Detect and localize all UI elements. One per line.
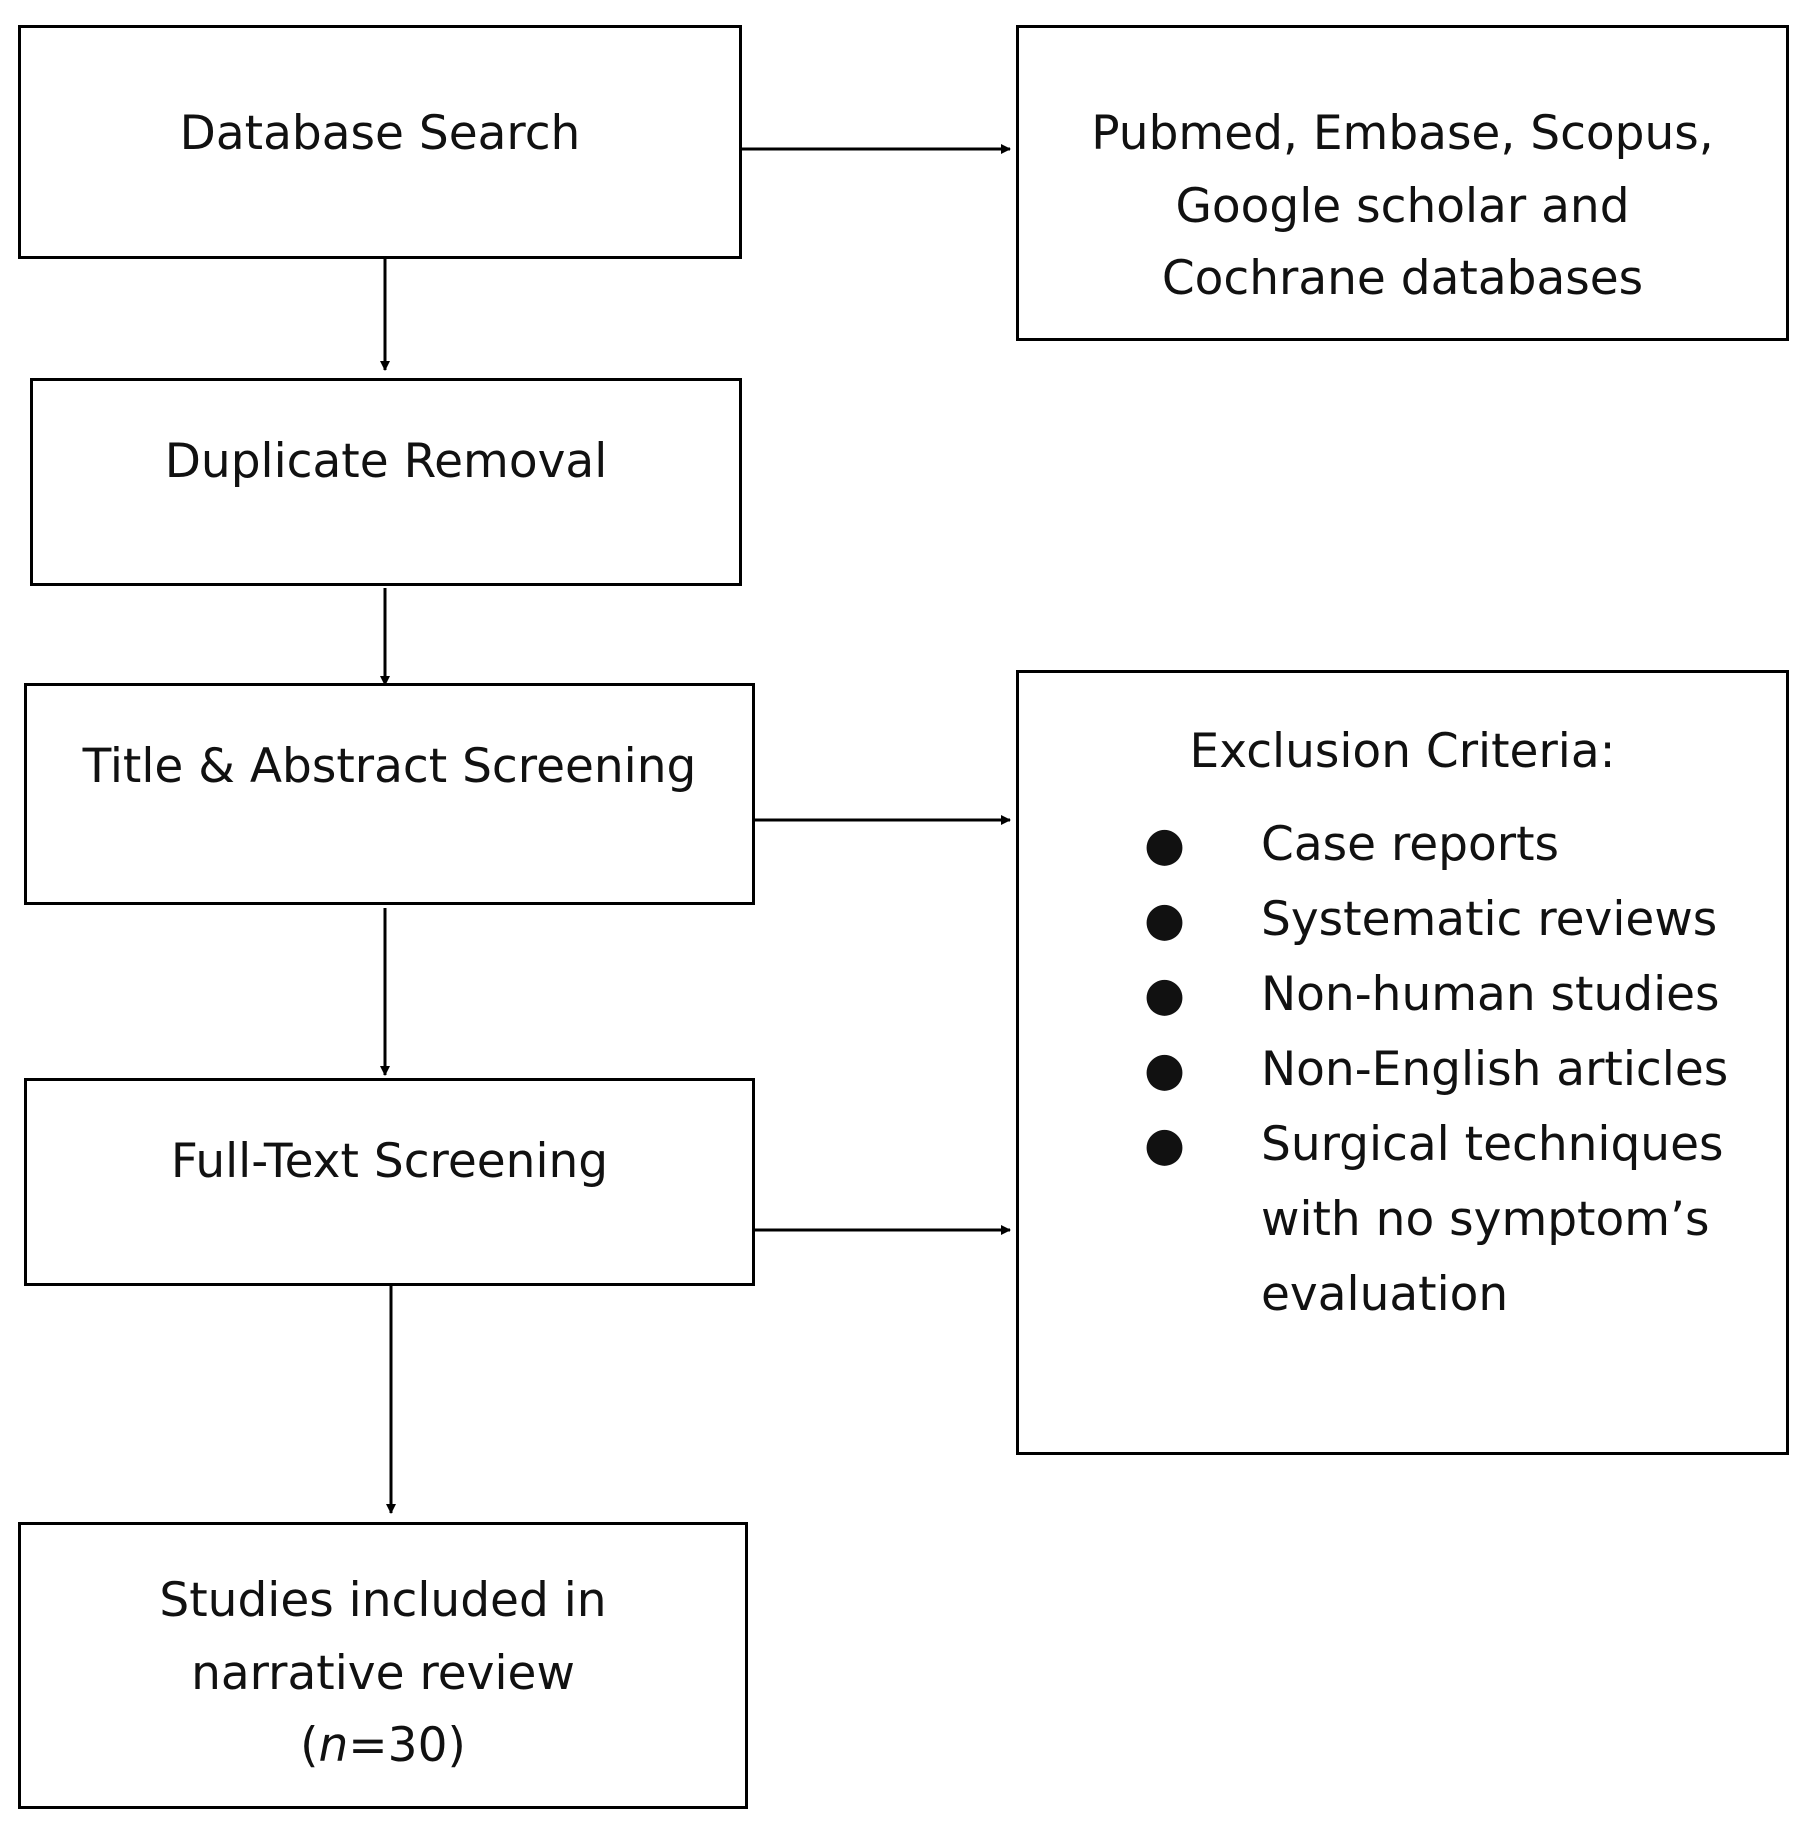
exclusion-item-text: Non-human studies: [1261, 967, 1720, 1022]
exclusion-criteria-list: ● Case reports ● Systematic reviews ● No…: [1144, 807, 1728, 1332]
exclusion-item-text: Case reports: [1261, 817, 1559, 872]
count-value: =30): [348, 1718, 466, 1773]
exclusion-item: ● Systematic reviews: [1144, 882, 1728, 957]
exclusion-item-text-line-1: Surgical techniques: [1261, 1117, 1724, 1172]
exclusion-item-text: Non-English articles: [1261, 1042, 1729, 1097]
exclusion-item-text-line-3: evaluation: [1261, 1267, 1509, 1322]
count-variable: n: [318, 1718, 349, 1773]
exclusion-item-text: Systematic reviews: [1261, 892, 1718, 947]
count-open-paren: (: [300, 1718, 319, 1773]
full-text-label: Full-Text Screening: [170, 1134, 609, 1189]
exclusion-criteria-box: Exclusion Criteria: ● Case reports ● Sys…: [1016, 670, 1789, 1455]
title-abstract-label: Title & Abstract Screening: [82, 739, 697, 794]
studies-included-box: Studies included in narrative review (n=…: [18, 1522, 748, 1809]
exclusion-item: ● Non-human studies: [1144, 957, 1728, 1032]
bullet-icon: ●: [1144, 1042, 1186, 1097]
bullet-icon: ●: [1144, 967, 1186, 1022]
title-abstract-box: Title & Abstract Screening: [24, 683, 755, 905]
duplicate-removal-label: Duplicate Removal: [164, 434, 608, 489]
databases-line-3: Cochrane databases: [1161, 251, 1644, 306]
exclusion-item: ● Case reports: [1144, 807, 1728, 882]
bullet-icon: ●: [1144, 892, 1186, 947]
exclusion-item: ● Non-English articles: [1144, 1032, 1728, 1107]
studies-included-line-2: narrative review: [191, 1646, 575, 1701]
databases-line-2: Google scholar and: [1175, 179, 1630, 234]
exclusion-criteria-heading: Exclusion Criteria:: [1189, 724, 1616, 779]
duplicate-removal-box: Duplicate Removal: [30, 378, 742, 586]
database-search-box: Database Search: [18, 25, 742, 259]
studies-included-count: (n=30): [21, 1710, 745, 1782]
bullet-icon: ●: [1144, 817, 1186, 872]
databases-line-1: Pubmed, Embase, Scopus,: [1091, 106, 1714, 161]
exclusion-item: ● Surgical techniques with no symptom’s …: [1144, 1107, 1728, 1332]
databases-box: Pubmed, Embase, Scopus, Google scholar a…: [1016, 25, 1789, 341]
database-search-label: Database Search: [179, 106, 581, 161]
exclusion-item-text-line-2: with no symptom’s: [1261, 1192, 1710, 1247]
studies-included-line-1: Studies included in: [159, 1573, 607, 1628]
bullet-icon: ●: [1144, 1117, 1186, 1172]
full-text-box: Full-Text Screening: [24, 1078, 755, 1286]
